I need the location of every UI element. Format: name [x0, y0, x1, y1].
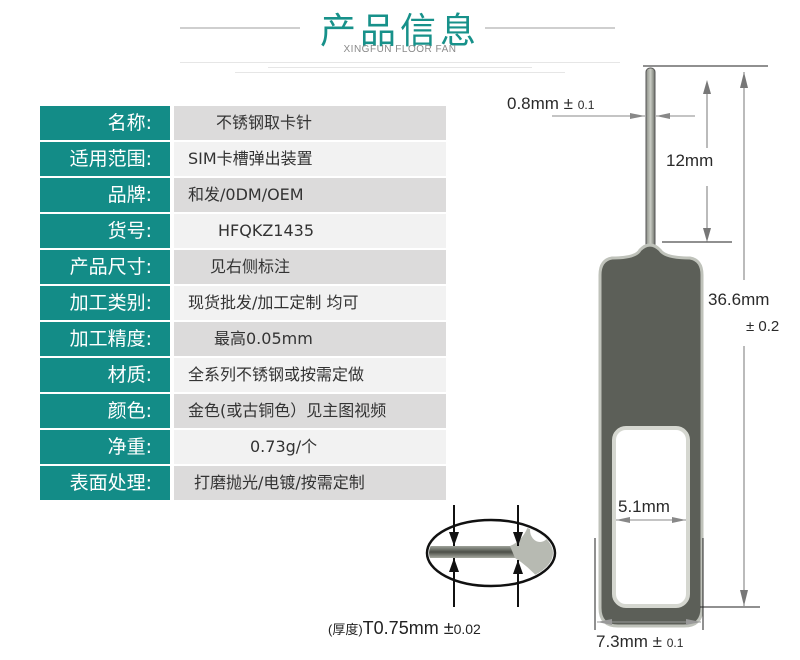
total-length-tolerance: ± 0.2	[746, 316, 780, 336]
dim-value: 12mm	[666, 151, 714, 170]
header-divider-right	[485, 27, 615, 29]
spec-value: SIM卡槽弹出装置	[174, 142, 446, 176]
spec-row-color: 颜色: 金色(或古铜色）见主图视频	[40, 394, 446, 428]
spec-row-scope: 适用范围: SIM卡槽弹出装置	[40, 142, 446, 176]
spec-row-material: 材质: 全系列不锈钢或按需定做	[40, 358, 446, 392]
spec-label: 净重:	[40, 430, 170, 464]
dim-value: 7.3mm ±	[596, 632, 663, 651]
spec-label: 名称:	[40, 106, 170, 140]
spec-label: 材质:	[40, 358, 170, 392]
spec-row-size: 产品尺寸: 见右侧标注	[40, 250, 446, 284]
spec-value: 金色(或古铜色）见主图视频	[174, 394, 446, 428]
spec-row-processing-type: 加工类别: 现货批发/加工定制 均可	[40, 286, 446, 320]
dim-tolerance: ± 0.2	[746, 318, 780, 335]
dim-tolerance: 0.02	[453, 621, 481, 637]
dim-value: 0.8mm ±	[507, 94, 574, 113]
dim-value: 36.6mm	[708, 290, 770, 309]
spec-row-precision: 加工精度: 最高0.05mm	[40, 322, 446, 356]
spec-label: 品牌:	[40, 178, 170, 212]
spec-label: 适用范围:	[40, 142, 170, 176]
spec-table: 名称: 不锈钢取卡针 适用范围: SIM卡槽弹出装置 品牌: 和发/0DM/OE…	[40, 106, 446, 502]
total-length-label: 36.6mm	[708, 290, 770, 310]
spec-row-name: 名称: 不锈钢取卡针	[40, 106, 446, 140]
spec-value: 打磨抛光/电镀/按需定制	[174, 466, 446, 500]
spec-row-brand: 品牌: 和发/0DM/OEM	[40, 178, 446, 212]
spec-value: 全系列不锈钢或按需定做	[174, 358, 446, 392]
spec-value: 不锈钢取卡针	[174, 106, 446, 140]
spec-value: HFQKZ1435	[174, 214, 446, 248]
spec-label: 加工精度:	[40, 322, 170, 356]
spec-value: 见右侧标注	[174, 250, 446, 284]
spec-row-sku: 货号: HFQKZ1435	[40, 214, 446, 248]
pin-width-label: 0.8mm ± 0.1	[507, 94, 594, 114]
thickness-label: (厚度)T0.75mm ±0.02	[328, 618, 481, 639]
spec-value: 0.73g/个	[174, 430, 446, 464]
thickness-prefix: (厚度)	[328, 622, 363, 637]
spec-value: 现货批发/加工定制 均可	[174, 286, 446, 320]
page-title: 产品信息	[319, 11, 480, 52]
spec-label: 货号:	[40, 214, 170, 248]
dim-value: 5.1mm	[618, 497, 670, 516]
dim-tolerance: 0.1	[666, 636, 684, 650]
pin-length-label: 12mm	[666, 151, 714, 171]
decorative-lines	[180, 62, 620, 77]
spec-value: 最高0.05mm	[174, 322, 446, 356]
ring-outer-width-label: 7.3mm ± 0.1	[596, 632, 683, 652]
page-subtitle: XINGFUN FLOOR FAN	[343, 44, 457, 55]
spec-row-weight: 净重: 0.73g/个	[40, 430, 446, 464]
ring-inner-width-label: 5.1mm	[618, 497, 670, 517]
thickness-detail	[425, 505, 557, 607]
spec-label: 表面处理:	[40, 466, 170, 500]
spec-value: 和发/0DM/OEM	[174, 178, 446, 212]
dim-tolerance: 0.1	[577, 98, 595, 112]
dim-value: T0.75mm ±	[362, 618, 454, 638]
spec-label: 加工类别:	[40, 286, 170, 320]
pin-shaft	[645, 67, 656, 259]
pin-ring-window	[612, 426, 690, 608]
spec-row-surface: 表面处理: 打磨抛光/电镀/按需定制	[40, 466, 446, 500]
spec-label: 产品尺寸:	[40, 250, 170, 284]
header-divider-left	[180, 27, 300, 29]
spec-label: 颜色:	[40, 394, 170, 428]
